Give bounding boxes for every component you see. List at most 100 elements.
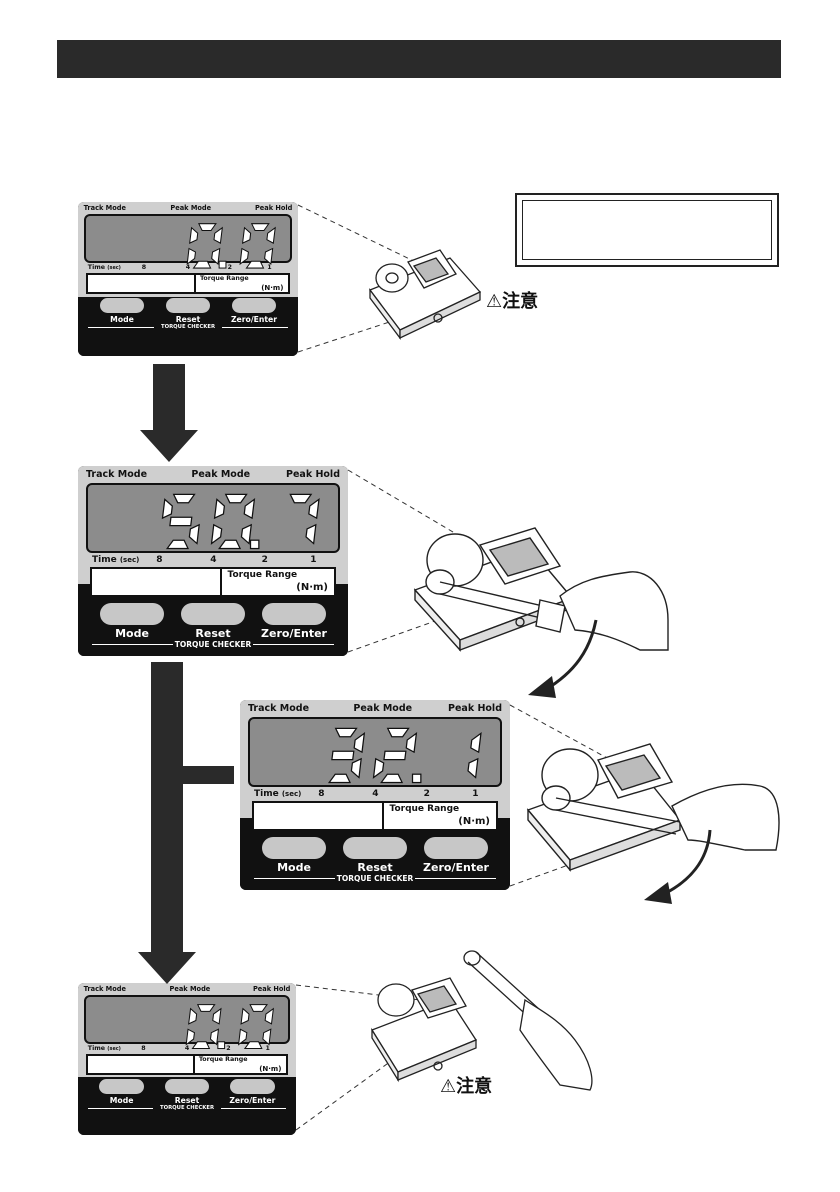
flow-arrow-down-2 bbox=[138, 662, 234, 984]
reset-button-label: Reset bbox=[195, 627, 231, 640]
display-digit-0 bbox=[161, 493, 200, 550]
mode-button-label: Mode bbox=[110, 314, 134, 324]
zero-enter-button[interactable] bbox=[262, 603, 326, 625]
torque-reading bbox=[327, 727, 482, 784]
zero-enter-button-label: Zero/Enter bbox=[229, 1095, 276, 1105]
unit-label: (N·m) bbox=[296, 582, 328, 593]
mode-button-label: Mode bbox=[277, 861, 311, 874]
torque-checker-wrench-illustration-2 bbox=[526, 743, 780, 872]
time-tick-2: 2 bbox=[227, 264, 232, 272]
caution-text: 注意 bbox=[456, 1076, 493, 1097]
lcd-display bbox=[86, 483, 340, 553]
brand-label: TORQUE CHECKER bbox=[159, 1104, 215, 1111]
info-box: Torque Range (N·m) bbox=[86, 1053, 288, 1075]
track-mode-label: Track Mode bbox=[248, 703, 310, 714]
torque-range-label: Torque Range bbox=[227, 570, 298, 580]
peak-hold-label: Peak Hold bbox=[254, 204, 293, 213]
rotation-arrow-1 bbox=[528, 619, 598, 698]
display-digit-0 bbox=[327, 727, 366, 784]
zero-enter-button-label: Zero/Enter bbox=[423, 861, 489, 874]
time-tick-1: 1 bbox=[265, 1045, 270, 1053]
time-label: Time (sec) bbox=[87, 264, 121, 272]
mode-button[interactable] bbox=[99, 1078, 144, 1095]
torque-range-label: Torque Range bbox=[199, 275, 249, 283]
notice-box bbox=[515, 193, 779, 267]
zero-enter-button-label: Zero/Enter bbox=[261, 627, 327, 640]
track-mode-label: Track Mode bbox=[83, 204, 126, 213]
display-digit-0 bbox=[185, 1003, 222, 1049]
caution-label-2: ⚠注意 bbox=[440, 1072, 492, 1098]
brand-label: TORQUE CHECKER bbox=[336, 874, 414, 883]
peak-hold-label: Peak Hold bbox=[448, 703, 502, 714]
time-label: Time (sec) bbox=[87, 1045, 121, 1053]
time-tick-1: 1 bbox=[267, 264, 272, 272]
display-digit-1 bbox=[210, 493, 256, 550]
display-digit-2 bbox=[289, 493, 320, 545]
time-tick-2: 2 bbox=[423, 789, 430, 799]
torque-checker-panel-3: Track Mode Peak Mode Peak Hold Time (sec) 8… bbox=[240, 700, 510, 890]
reset-button[interactable] bbox=[343, 837, 407, 859]
time-tick-4: 4 bbox=[184, 1045, 190, 1053]
time-tick-8: 8 bbox=[156, 555, 163, 565]
reset-button[interactable] bbox=[181, 603, 245, 625]
torque-checker-panel-1: Track Mode Peak Mode Peak Hold Time (sec) 8… bbox=[78, 202, 298, 356]
brand-label: TORQUE CHECKER bbox=[174, 640, 252, 649]
unit-label: (N·m) bbox=[261, 283, 284, 292]
torque-reading bbox=[161, 493, 320, 550]
zero-enter-button-label: Zero/Enter bbox=[230, 314, 278, 324]
mode-button[interactable] bbox=[100, 603, 164, 625]
decimal-point bbox=[216, 1041, 225, 1049]
track-mode-label: Track Mode bbox=[83, 985, 126, 994]
peak-hold-label: Peak Hold bbox=[286, 469, 340, 480]
reset-button[interactable] bbox=[165, 297, 211, 314]
mode-button-label: Mode bbox=[115, 627, 149, 640]
mode-button[interactable] bbox=[99, 297, 145, 314]
torque-checker-wrench-illustration-1 bbox=[413, 527, 669, 652]
mode-button-label: Mode bbox=[109, 1095, 134, 1105]
zero-enter-button[interactable] bbox=[230, 1078, 275, 1095]
torque-reading bbox=[185, 1003, 274, 1049]
flow-arrow-down-1 bbox=[140, 364, 198, 462]
reset-button-label: Reset bbox=[174, 1095, 200, 1105]
time-tick-8: 8 bbox=[141, 1045, 146, 1053]
time-tick-8: 8 bbox=[318, 789, 325, 799]
time-tick-1: 1 bbox=[472, 789, 479, 799]
peak-hold-label: Peak Hold bbox=[252, 985, 291, 994]
brand-label: TORQUE CHECKER bbox=[160, 323, 216, 330]
time-tick-8: 8 bbox=[141, 264, 147, 272]
time-tick-4: 4 bbox=[210, 555, 217, 565]
torque-reading bbox=[186, 223, 276, 269]
reset-button-label: Reset bbox=[175, 314, 201, 324]
reset-button[interactable] bbox=[164, 1078, 210, 1095]
track-mode-label: Track Mode bbox=[86, 469, 148, 480]
unit-label: (N·m) bbox=[259, 1064, 282, 1073]
rotation-arrow-2 bbox=[644, 829, 712, 904]
info-box: Torque Range (N·m) bbox=[90, 567, 336, 597]
reset-button-label: Reset bbox=[357, 861, 393, 874]
torque-checker-device-illustration-2 bbox=[371, 977, 477, 1083]
lcd-display bbox=[83, 213, 293, 269]
warning-icon: ⚠ bbox=[440, 1076, 457, 1097]
decimal-point bbox=[249, 539, 260, 550]
display-digit-1 bbox=[239, 223, 276, 269]
unit-label: (N·m) bbox=[458, 816, 490, 827]
lcd-display bbox=[83, 994, 291, 1049]
caution-label-1: ⚠注意 bbox=[486, 287, 538, 313]
decimal-point bbox=[411, 773, 422, 784]
zero-enter-button[interactable] bbox=[231, 297, 277, 314]
warning-icon: ⚠ bbox=[486, 291, 503, 312]
time-label: Time (sec) bbox=[254, 789, 302, 799]
display-digit-2 bbox=[467, 732, 482, 779]
section-header-bar bbox=[57, 40, 781, 78]
time-label: Time (sec) bbox=[92, 555, 140, 565]
peak-mode-label: Peak Mode bbox=[353, 703, 413, 714]
mode-button[interactable] bbox=[262, 837, 326, 859]
peak-mode-label: Peak Mode bbox=[170, 204, 212, 213]
time-tick-4: 4 bbox=[185, 264, 191, 272]
torque-wrench-hand-illustration bbox=[463, 950, 593, 1091]
zero-enter-button[interactable] bbox=[424, 837, 488, 859]
decimal-point bbox=[218, 260, 227, 269]
time-tick-4: 4 bbox=[372, 789, 379, 799]
